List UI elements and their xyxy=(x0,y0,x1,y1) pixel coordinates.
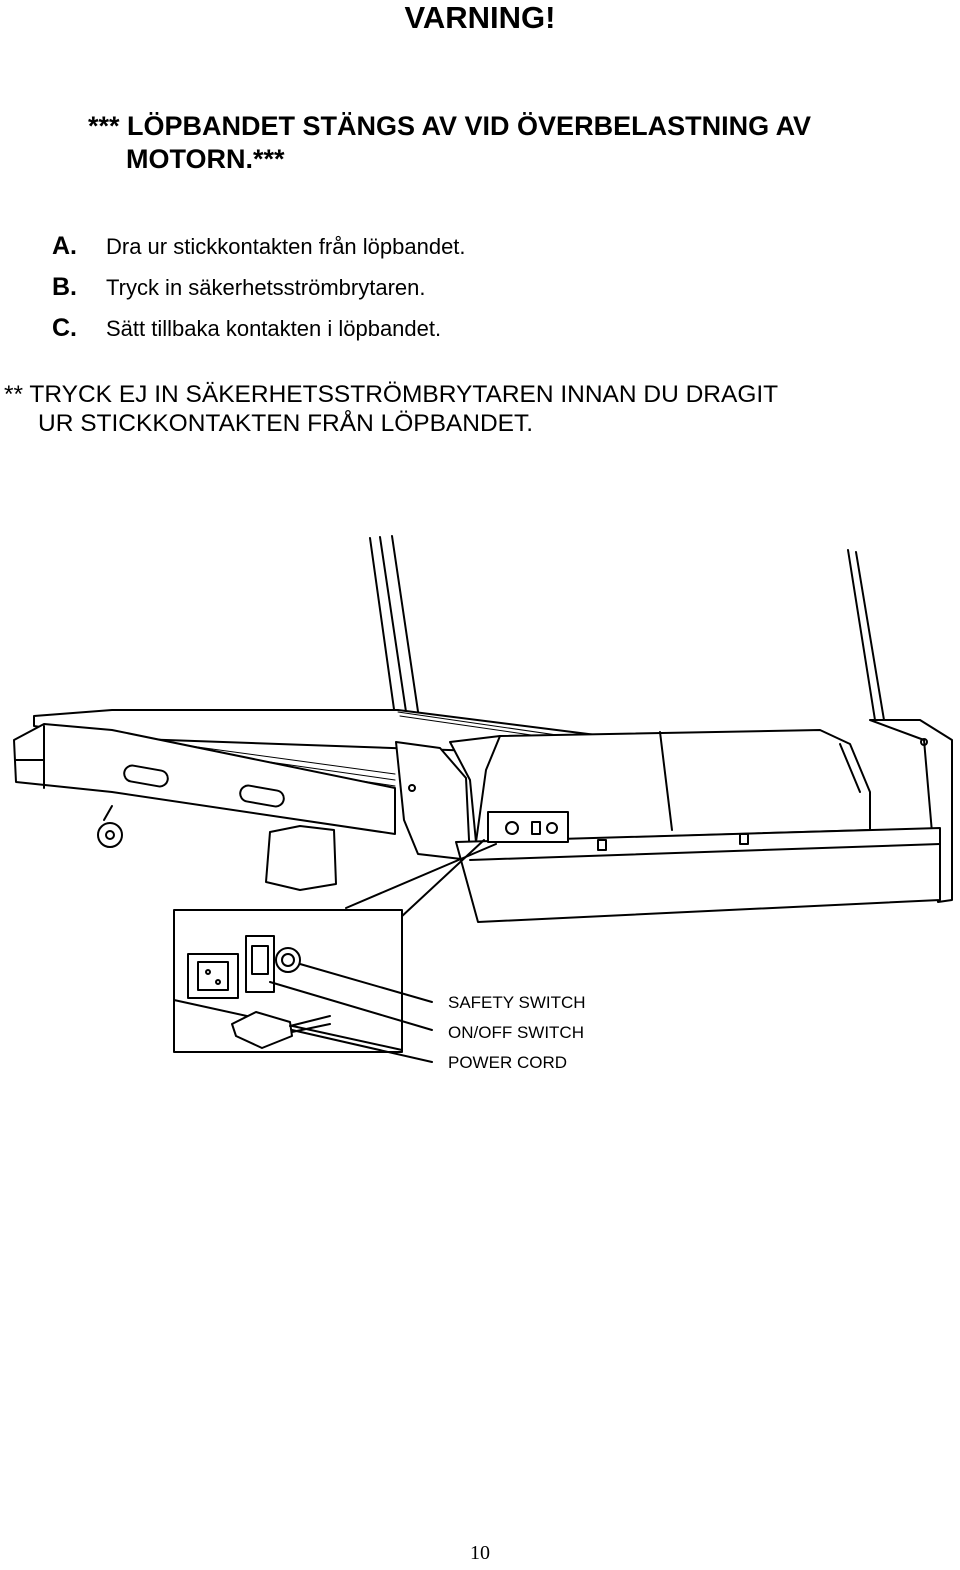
step-letter: B. xyxy=(52,273,77,301)
side-handle-1 xyxy=(123,764,169,788)
rear-foot xyxy=(265,825,337,891)
detail-box xyxy=(173,909,403,1053)
treadmill-illustration: SAFETY SWITCH ON/OFF SWITCH POWER CORD xyxy=(13,535,953,1072)
step-text: Tryck in säkerhetsströmbrytaren. xyxy=(106,275,426,300)
transport-wheel xyxy=(97,822,123,848)
power-panel xyxy=(487,811,569,843)
right-upright xyxy=(847,549,885,721)
power-socket xyxy=(187,953,239,999)
overload-warning-line-1: *** LÖPBANDET STÄNGS AV VID ÖVERBELASTNI… xyxy=(88,111,812,141)
overload-warning-line-2: MOTORN.*** xyxy=(126,144,285,174)
overload-warning: *** LÖPBANDET STÄNGS AV VID ÖVERBELASTNI… xyxy=(88,110,908,176)
safety-switch-detail xyxy=(275,947,301,973)
reset-steps-list: A. Dra ur stickkontakten från löpbandet.… xyxy=(52,226,466,349)
left-side-rail xyxy=(13,723,396,835)
side-handle-2 xyxy=(239,784,285,808)
step-text: Dra ur stickkontakten från löpbandet. xyxy=(106,234,466,259)
page-title: VARNING! xyxy=(404,0,556,35)
step-a: A. Dra ur stickkontakten från löpbandet. xyxy=(52,226,466,267)
step-b: B. Tryck in säkerhetsströmbrytaren. xyxy=(52,267,466,308)
label-safety-switch: SAFETY SWITCH xyxy=(448,993,586,1012)
page-number: 10 xyxy=(470,1542,490,1564)
label-power-cord: POWER CORD xyxy=(448,1053,567,1072)
step-letter: A. xyxy=(52,232,77,260)
caution-note-line-1: ** TRYCK EJ IN SÄKERHETSSTRÖMBRYTAREN IN… xyxy=(4,381,779,408)
caution-note-line-2: UR STICKKONTAKTEN FRÅN LÖPBANDET. xyxy=(38,410,534,437)
power-cord-detail xyxy=(231,1011,293,1049)
step-c: C. Sätt tillbaka kontakten i löpbandet. xyxy=(52,308,466,349)
motor-base xyxy=(455,827,941,923)
label-onoff-switch: ON/OFF SWITCH xyxy=(448,1023,584,1042)
step-text: Sätt tillbaka kontakten i löpbandet. xyxy=(106,316,442,341)
caution-note: ** TRYCK EJ IN SÄKERHETSSTRÖMBRYTAREN IN… xyxy=(4,380,778,438)
onoff-switch-detail xyxy=(245,935,275,993)
step-letter: C. xyxy=(52,314,77,342)
